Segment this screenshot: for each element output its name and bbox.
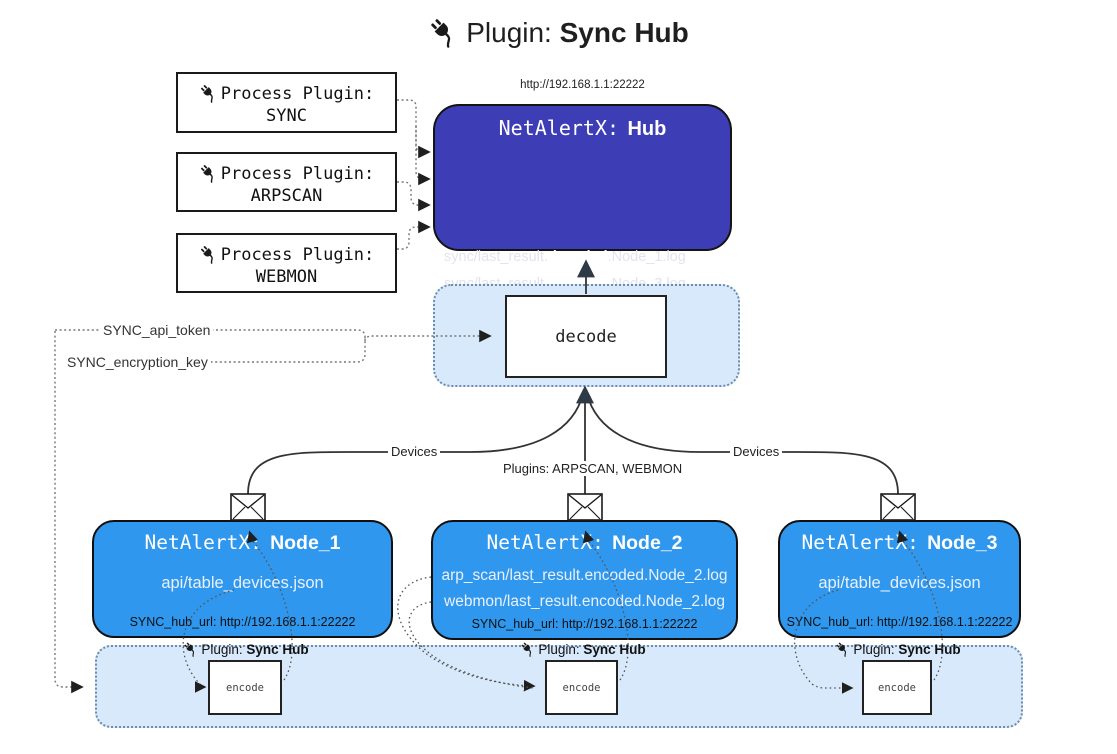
edge-sync-to-log1 bbox=[397, 99, 431, 159]
node-file: webmon/last_result.encoded.Node_2.log bbox=[444, 593, 725, 610]
process-plugin-sync-box: Process Plugin: SYNC bbox=[176, 72, 397, 133]
plug-icon bbox=[184, 642, 195, 657]
edge-webmon-to-log4 bbox=[397, 220, 431, 250]
decode-box: decode bbox=[505, 295, 667, 378]
process-plugin-label: Process Plugin: bbox=[220, 84, 375, 104]
node-file: api/table_devices.json bbox=[818, 574, 981, 592]
envelope-icon bbox=[567, 493, 603, 521]
process-plugin-name: SYNC bbox=[266, 106, 307, 126]
plug-icon bbox=[200, 85, 213, 103]
edge-arpscan-to-log3 bbox=[397, 181, 431, 212]
process-plugin-name: ARPSCAN bbox=[250, 186, 323, 206]
node-hub-url: SYNC_hub_url: http://192.168.1.1:22222 bbox=[471, 617, 698, 631]
process-plugin-label: Process Plugin: bbox=[220, 245, 375, 265]
plug-icon bbox=[836, 642, 847, 657]
hub-url-label: http://192.168.1.1:22222 bbox=[520, 79, 645, 91]
process-plugin-label: Process Plugin: bbox=[220, 164, 375, 184]
node-file: arp_scan/last_result.encoded.Node_2.log bbox=[441, 567, 728, 584]
encoder-plugin-label: Plugin: Sync Hub bbox=[180, 641, 312, 657]
encoder-plugin-label: Plugin: Sync Hub bbox=[517, 641, 649, 657]
edge-settings-to-encoders bbox=[54, 331, 84, 694]
process-plugin-arpscan-box: Process Plugin: ARPSCAN bbox=[176, 152, 397, 212]
envelope-icon bbox=[230, 493, 266, 521]
plug-icon bbox=[431, 19, 451, 48]
hub-title: NetAlertX:Hub bbox=[498, 116, 667, 140]
devices-right-label: Devices bbox=[730, 444, 783, 459]
node-3-box: NetAlertX:Node_3 api/table_devices.json … bbox=[778, 520, 1021, 638]
node-hub-url: SYNC_hub_url: http://192.168.1.1:22222 bbox=[129, 615, 356, 629]
encoder-plugin-label: Plugin: Sync Hub bbox=[832, 641, 964, 657]
sync-api-token-label: SYNC_api_token bbox=[100, 322, 214, 338]
encode-box: encode bbox=[208, 660, 282, 715]
process-plugin-webmon-box: Process Plugin: WEBMON bbox=[176, 233, 397, 293]
node-1-box: NetAlertX:Node_1 api/table_devices.json … bbox=[92, 520, 393, 638]
plugins-middle-label: Plugins: ARPSCAN, WEBMON bbox=[500, 461, 686, 476]
encode-box: encode bbox=[545, 660, 618, 715]
sync-encryption-key-label: SYNC_encryption_key bbox=[64, 354, 211, 370]
node-title: NetAlertX:Node_2 bbox=[486, 531, 683, 554]
node-title: NetAlertX:Node_3 bbox=[801, 531, 998, 554]
node-title: NetAlertX:Node_1 bbox=[144, 531, 341, 554]
devices-left-label: Devices bbox=[388, 444, 441, 459]
hub-box: NetAlertX:Hub sync/last_result.decoded.N… bbox=[433, 104, 732, 340]
hub-log-line: sync/last_result.decoded.Node_1.log bbox=[444, 249, 686, 265]
node-file: api/table_devices.json bbox=[161, 574, 324, 592]
node-hub-url: SYNC_hub_url: http://192.168.1.1:22222 bbox=[786, 615, 1013, 629]
node-2-box: NetAlertX:Node_2 arp_scan/last_result.en… bbox=[431, 520, 738, 640]
plug-icon bbox=[200, 165, 213, 183]
process-plugin-name: WEBMON bbox=[255, 267, 318, 287]
title-name: Sync Hub bbox=[559, 17, 689, 48]
plug-icon bbox=[200, 246, 213, 264]
plug-icon bbox=[521, 642, 532, 657]
edge-sync-to-log2 bbox=[415, 126, 431, 186]
envelope-icon bbox=[880, 493, 916, 521]
page-title: Plugin: Sync Hub bbox=[0, 16, 1117, 49]
encode-box: encode bbox=[862, 660, 932, 715]
title-prefix: Plugin: bbox=[466, 17, 552, 48]
